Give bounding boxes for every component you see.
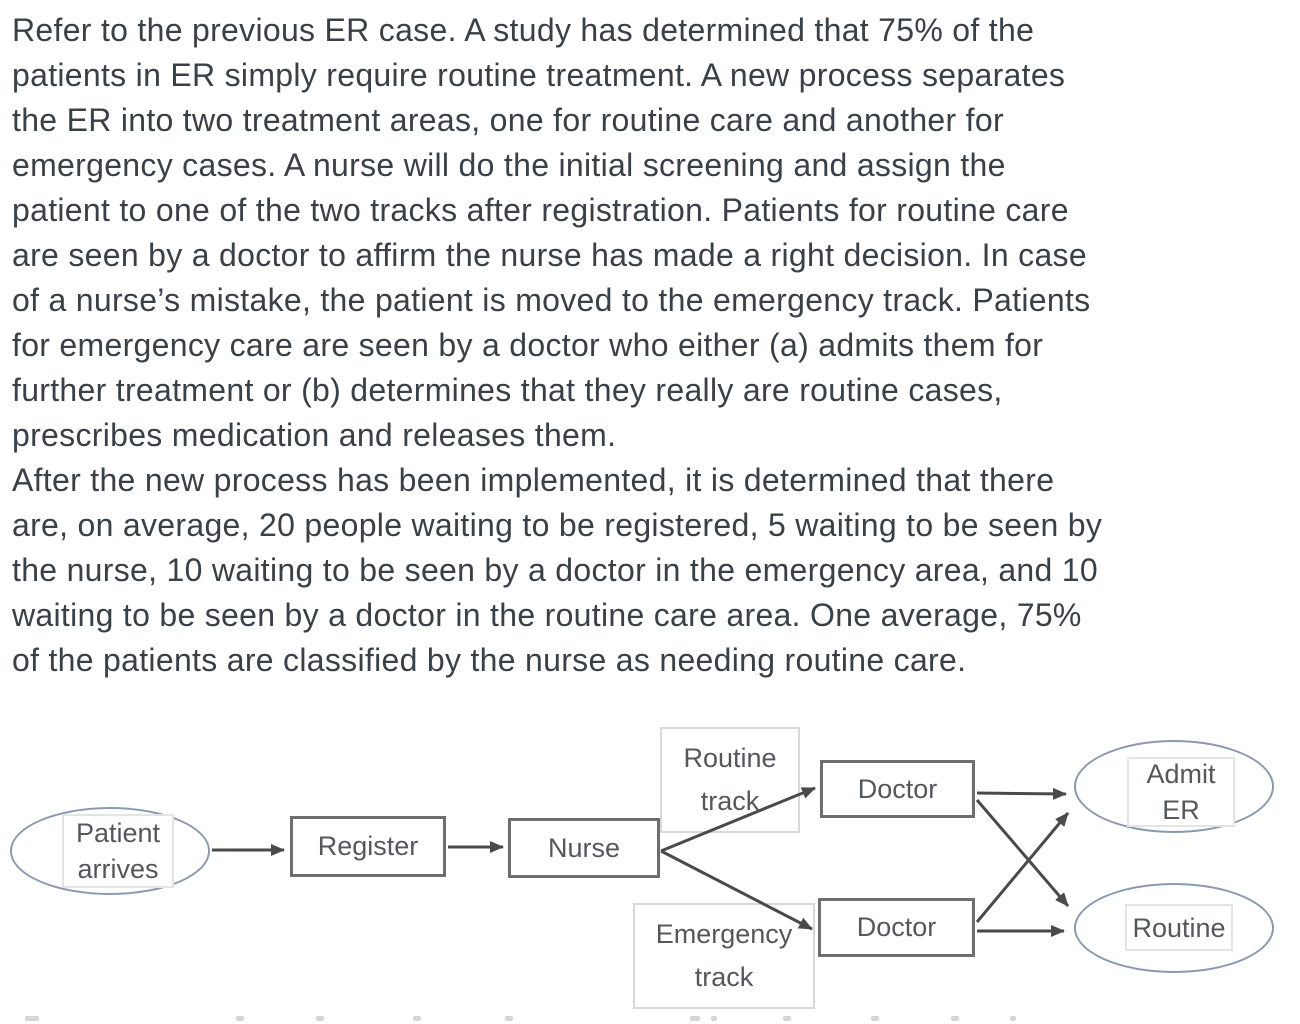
text-line: are, on average, 20 people waiting to be… <box>12 507 1103 543</box>
node-label: Admit <box>1146 759 1216 789</box>
node-routine-exit-label: Routine <box>1125 904 1233 951</box>
node-label: Doctor <box>856 912 937 942</box>
node-label: track <box>700 786 760 816</box>
text-line: the nurse, 10 waiting to be seen by a do… <box>12 552 1098 588</box>
arrow-doctor-routine-to-admit-er <box>976 787 1067 800</box>
node-admit-er-label: Admit ER <box>1127 757 1235 827</box>
node-label: track <box>694 962 754 992</box>
text-line: are seen by a doctor to affirm the nurse… <box>12 237 1087 273</box>
text-line: the ER into two treatment areas, one for… <box>12 102 1004 138</box>
node-register: Register <box>290 816 446 877</box>
text-line: patient to one of the two tracks after r… <box>12 192 1069 228</box>
text-line: of the patients are classified by the nu… <box>12 642 967 678</box>
node-doctor-routine: Doctor <box>820 760 975 818</box>
arrow-doctor-routine-to-routine <box>975 799 1070 907</box>
text-line: emergency cases. A nurse will do the ini… <box>12 147 1006 183</box>
node-label: Nurse <box>547 832 621 863</box>
node-label: Routine <box>683 743 777 773</box>
node-nurse: Nurse <box>508 818 660 878</box>
text-line: patients in ER simply require routine tr… <box>12 57 1066 93</box>
text-line: Refer to the previous ER case. A study h… <box>12 12 1035 48</box>
text-line: for emergency care are seen by a doctor … <box>12 327 1044 363</box>
arrow-doctor-emergency-to-admit-er <box>975 812 1070 923</box>
node-label: Patient <box>75 818 161 848</box>
node-label: Routine <box>1132 912 1226 943</box>
node-label: arrives <box>77 854 159 884</box>
node-label: ER <box>1162 795 1200 825</box>
node-label: Emergency <box>655 919 793 949</box>
node-routine-track: Routine track <box>660 727 800 833</box>
text-line: After the new process has been implement… <box>12 462 1055 498</box>
text-line: of a nurse’s mistake, the patient is mov… <box>12 282 1091 318</box>
node-emergency-track: Emergency track <box>633 903 815 1009</box>
text-line: further treatment or (b) determines that… <box>12 372 1003 408</box>
text-line: prescribes medication and releases them. <box>12 417 617 453</box>
node-label: Register <box>317 831 419 861</box>
problem-statement: Refer to the previous ER case. A study h… <box>12 8 1102 683</box>
node-patient-arrives-label: Patient arrives <box>62 814 174 888</box>
text-line: waiting to be seen by a doctor in the ro… <box>12 597 1082 633</box>
node-doctor-emergency: Doctor <box>818 898 975 957</box>
node-label: Doctor <box>857 773 938 804</box>
